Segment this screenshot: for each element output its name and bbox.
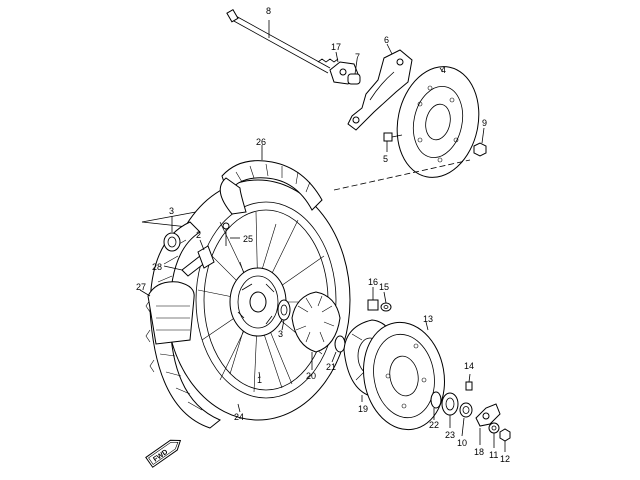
callout-21: 21 — [326, 362, 336, 372]
callout-16: 16 — [368, 277, 378, 287]
callout-18: 18 — [474, 447, 484, 457]
rear-wheel-assembly — [165, 179, 351, 421]
callout-8: 8 — [266, 6, 271, 16]
callout-5: 5 — [383, 154, 388, 164]
callout-3-right: 3 — [278, 329, 283, 339]
caliper-bracket — [347, 43, 413, 131]
callout-12: 12 — [500, 454, 510, 464]
washer-15 — [380, 291, 392, 312]
rear-sprocket — [363, 321, 445, 431]
callout-22: 22 — [429, 420, 439, 430]
forward-direction-badge: FWD — [145, 439, 182, 468]
callout-26: 26 — [256, 137, 266, 147]
callout-4: 4 — [441, 65, 446, 75]
callout-3-left: 3 — [169, 206, 174, 216]
rear-brake-disc — [396, 66, 480, 178]
spacer-10 — [459, 402, 473, 437]
washer-11 — [488, 422, 500, 448]
callout-25: 25 — [243, 234, 253, 244]
chain-adjuster-right — [475, 403, 501, 445]
axle-nut-12 — [499, 428, 511, 452]
valve-stem — [222, 222, 240, 246]
callout-7: 7 — [355, 52, 360, 62]
callout-6: 6 — [384, 35, 389, 45]
callout-28: 28 — [152, 262, 162, 272]
hub-damper — [291, 291, 341, 370]
bearing-left — [163, 216, 181, 252]
spacer-tube — [197, 239, 215, 269]
callout-2: 2 — [196, 230, 201, 240]
callout-27: 27 — [136, 282, 146, 292]
sprocket-stud — [465, 373, 473, 391]
callout-labels: 8 17 7 6 4 9 5 26 3 2 25 28 27 16 15 13 … — [136, 6, 510, 464]
rim-cover — [139, 281, 195, 345]
spacer-7 — [347, 59, 361, 85]
callout-9: 9 — [482, 118, 487, 128]
leader-lines — [237, 319, 285, 413]
callout-15: 15 — [379, 282, 389, 292]
callout-19: 19 — [358, 404, 368, 414]
callout-1: 1 — [257, 375, 262, 385]
callout-20: 20 — [306, 371, 316, 381]
callout-11: 11 — [489, 450, 498, 460]
callout-17: 17 — [331, 42, 341, 52]
disc-bolt — [383, 132, 403, 152]
axle-nut-9 — [473, 127, 487, 157]
callout-24: 24 — [234, 412, 244, 422]
sprocket-bolt — [367, 287, 379, 311]
rear-axle — [226, 8, 339, 74]
callout-10: 10 — [457, 438, 467, 448]
callout-14: 14 — [464, 361, 474, 371]
callout-13: 13 — [423, 314, 433, 324]
bearing-22 — [430, 391, 442, 420]
oil-seal — [441, 392, 459, 428]
inner-tube — [219, 145, 323, 215]
bearing-right — [277, 299, 291, 321]
callout-23: 23 — [445, 430, 455, 440]
